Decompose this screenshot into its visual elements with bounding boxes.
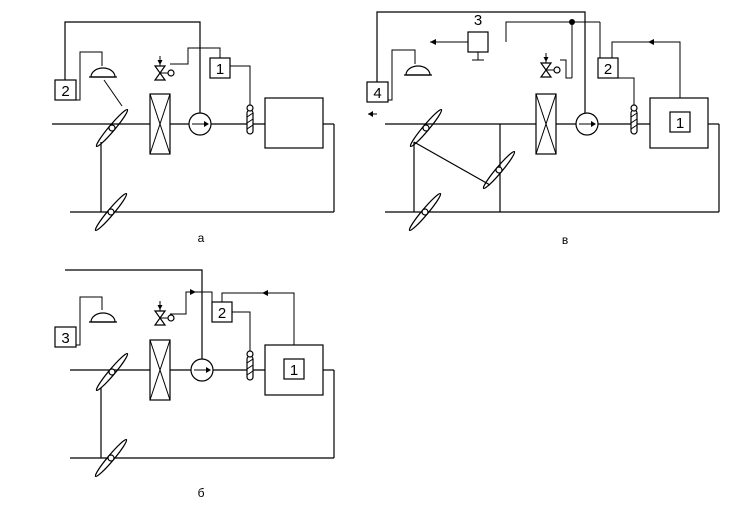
fan-icon	[190, 358, 214, 382]
heat-exchanger-icon	[535, 93, 557, 155]
heat-exchanger-icon	[149, 93, 171, 155]
room-box	[264, 97, 324, 149]
box-3-label: 3	[61, 330, 69, 347]
box-1	[669, 111, 691, 133]
caption-a: а	[198, 231, 205, 245]
box-1	[209, 57, 231, 79]
box-1-label: 1	[290, 362, 298, 379]
control-valve-icon	[154, 55, 175, 81]
heat-exchanger-icon	[149, 339, 171, 401]
box-2-label: 2	[61, 83, 69, 100]
box-2	[597, 57, 619, 79]
box-3	[54, 326, 77, 348]
temperature-sensor-icon	[630, 104, 638, 135]
damper-icon	[93, 107, 131, 149]
fan-icon	[575, 112, 599, 136]
temperature-sensor-icon	[246, 104, 254, 135]
damper-actuator-icon	[88, 312, 118, 323]
control-valve-icon	[154, 300, 175, 326]
box-2-label: 2	[218, 305, 226, 322]
box-2	[211, 301, 233, 323]
box-2-label: 2	[604, 61, 612, 78]
box-1-label: 1	[216, 61, 224, 78]
diagram-b: 3 2 1 б	[54, 269, 335, 500]
box-3	[467, 31, 489, 53]
damper-actuator-icon	[88, 67, 118, 78]
box-3-label: 3	[474, 12, 482, 29]
damper-icon	[93, 351, 131, 393]
box-4	[366, 81, 389, 103]
bypass-damper-icon	[480, 149, 518, 191]
box-2	[54, 79, 77, 101]
diagram-v: 4 3 2 1 в	[366, 11, 720, 247]
damper-actuator-icon	[403, 65, 433, 76]
diagram-a: 2 1 а	[52, 21, 335, 245]
caption-v: в	[562, 233, 568, 247]
box-1-label: 1	[676, 115, 684, 132]
caption-b: б	[198, 486, 205, 500]
control-valve-icon	[540, 52, 561, 78]
temperature-sensor-icon	[246, 350, 254, 381]
fan-icon	[188, 112, 212, 136]
box-1	[283, 358, 305, 380]
box-4-label: 4	[373, 85, 381, 102]
